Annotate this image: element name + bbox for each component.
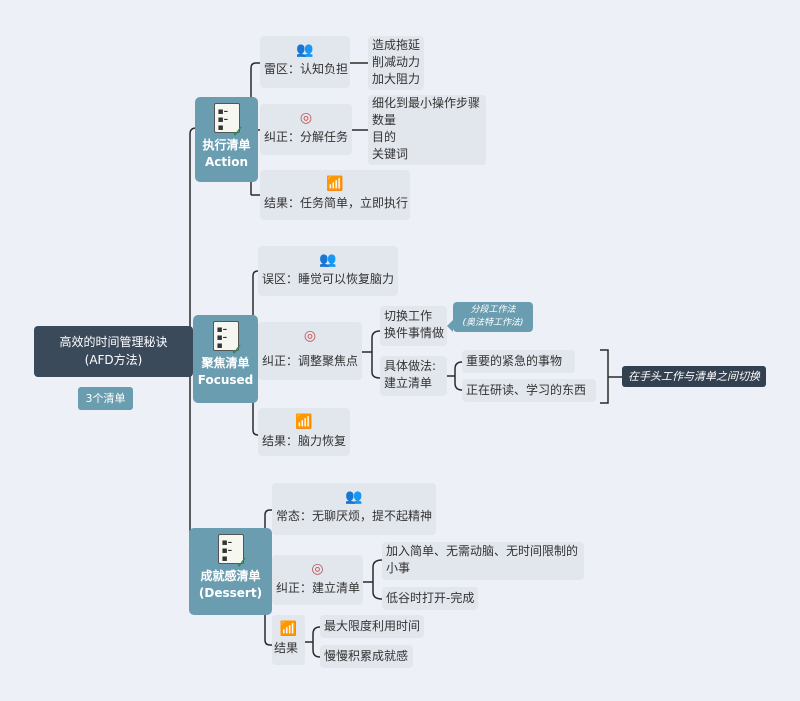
root-node[interactable]: 高效的时间管理秘诀 (AFD方法): [34, 326, 193, 377]
detail-text: 加入简单、无需动脑、无时间限制的: [386, 544, 579, 558]
branch-title: 成就感清单: [200, 569, 261, 583]
checklist-icon: ▪–▪–▪: [213, 103, 245, 136]
node-correction[interactable]: ◎ 纠正：调整聚焦点: [258, 322, 362, 380]
node-label: 雷区：认知负担: [264, 62, 349, 76]
checklist-icon: ▪–▪–▪: [212, 321, 244, 354]
bar-chart-icon: 📶: [326, 176, 344, 192]
branch-focused[interactable]: ▪–▪–▪ 聚焦清单 Focused: [193, 315, 258, 403]
detail-text: 切换工作: [384, 309, 433, 323]
node-method[interactable]: 具体做法: 建立清单: [380, 356, 447, 396]
root-subtitle: (AFD方法): [84, 353, 143, 367]
people-icon: 👥: [296, 42, 314, 58]
detail-text: 具体做法:: [384, 359, 437, 373]
branch-title: 执行清单: [202, 138, 251, 152]
detail-text: 细化到最小操作步骤: [372, 96, 481, 110]
detail-text: 削减动力: [372, 55, 421, 69]
node-result[interactable]: 📶 结果: [272, 615, 305, 665]
node-result[interactable]: 📶 结果：脑力恢复: [258, 408, 350, 456]
node-studying[interactable]: 正在研读、学习的东西: [462, 379, 596, 402]
callout-segment-method: 分段工作法 (奥法特工作法): [453, 302, 533, 332]
detail-text: 加大阻力: [372, 72, 421, 86]
node-correction[interactable]: ◎ 纠正：建立清单: [272, 555, 363, 605]
node-label: 误区：睡觉可以恢复脑力: [262, 272, 395, 286]
detail-text: 换件事情做: [384, 326, 445, 340]
summary-label: 在手头工作与清单之间切换: [622, 366, 766, 387]
callout-text: (奥法特工作法): [462, 318, 524, 328]
node-result[interactable]: 📶 结果：任务简单，立即执行: [260, 170, 410, 220]
node-misconception[interactable]: 👥 误区：睡觉可以恢复脑力: [258, 246, 398, 296]
node-label: 纠正：建立清单: [276, 581, 361, 595]
target-icon: ◎: [299, 110, 313, 126]
root-tag: 3个清单: [78, 387, 133, 410]
node-label: 纠正：分解任务: [264, 130, 349, 144]
branch-subtitle: Focused: [197, 373, 254, 387]
people-icon: 👥: [319, 252, 337, 268]
detail-text: 目的: [372, 130, 397, 144]
target-icon: ◎: [303, 328, 317, 344]
node-details[interactable]: 造成拖延 削减动力 加大阻力: [368, 36, 424, 90]
branch-subtitle: Action: [204, 155, 249, 169]
node-details[interactable]: 细化到最小操作步骤 数量 目的 关键词: [368, 95, 486, 165]
node-accumulate[interactable]: 慢慢积累成就感: [320, 645, 413, 668]
branch-title: 聚焦清单: [201, 356, 250, 370]
bar-chart-icon: 📶: [279, 621, 298, 637]
node-label: 常态：无聊厌烦，提不起精神: [276, 509, 433, 523]
node-add-simple[interactable]: 加入简单、无需动脑、无时间限制的 小事: [382, 542, 584, 580]
node-correction[interactable]: ◎ 纠正：分解任务: [260, 104, 352, 155]
node-minefield[interactable]: 👥 雷区：认知负担: [260, 36, 350, 88]
node-label: 纠正：调整聚焦点: [262, 354, 359, 368]
node-maximize-time[interactable]: 最大限度利用时间: [320, 615, 424, 638]
node-label: 结果: [274, 641, 299, 655]
node-switch-task[interactable]: 切换工作 换件事情做: [380, 306, 447, 346]
detail-text: 小事: [386, 561, 411, 575]
node-label: 结果：脑力恢复: [262, 434, 347, 448]
root-title: 高效的时间管理秘诀: [59, 335, 168, 349]
detail-text: 关键词: [372, 147, 409, 161]
node-urgent[interactable]: 重要的紧急的事物: [462, 350, 575, 373]
callout-text: 分段工作法: [470, 305, 516, 315]
node-low-time[interactable]: 低谷时打开-完成: [382, 587, 478, 610]
node-normal-state[interactable]: 👥 常态：无聊厌烦，提不起精神: [272, 483, 436, 535]
bar-chart-icon: 📶: [295, 414, 313, 430]
detail-text: 建立清单: [384, 376, 433, 390]
target-icon: ◎: [311, 561, 324, 577]
detail-text: 造成拖延: [372, 38, 421, 52]
checklist-icon: ▪–▪–▪: [217, 534, 249, 567]
branch-subtitle: (Dessert): [198, 586, 263, 600]
branch-action[interactable]: ▪–▪–▪ 执行清单 Action: [195, 97, 258, 182]
node-label: 结果：任务简单，立即执行: [264, 196, 409, 210]
branch-dessert[interactable]: ▪–▪–▪ 成就感清单 (Dessert): [189, 528, 272, 615]
people-icon: 👥: [345, 489, 363, 505]
detail-text: 数量: [372, 113, 397, 127]
